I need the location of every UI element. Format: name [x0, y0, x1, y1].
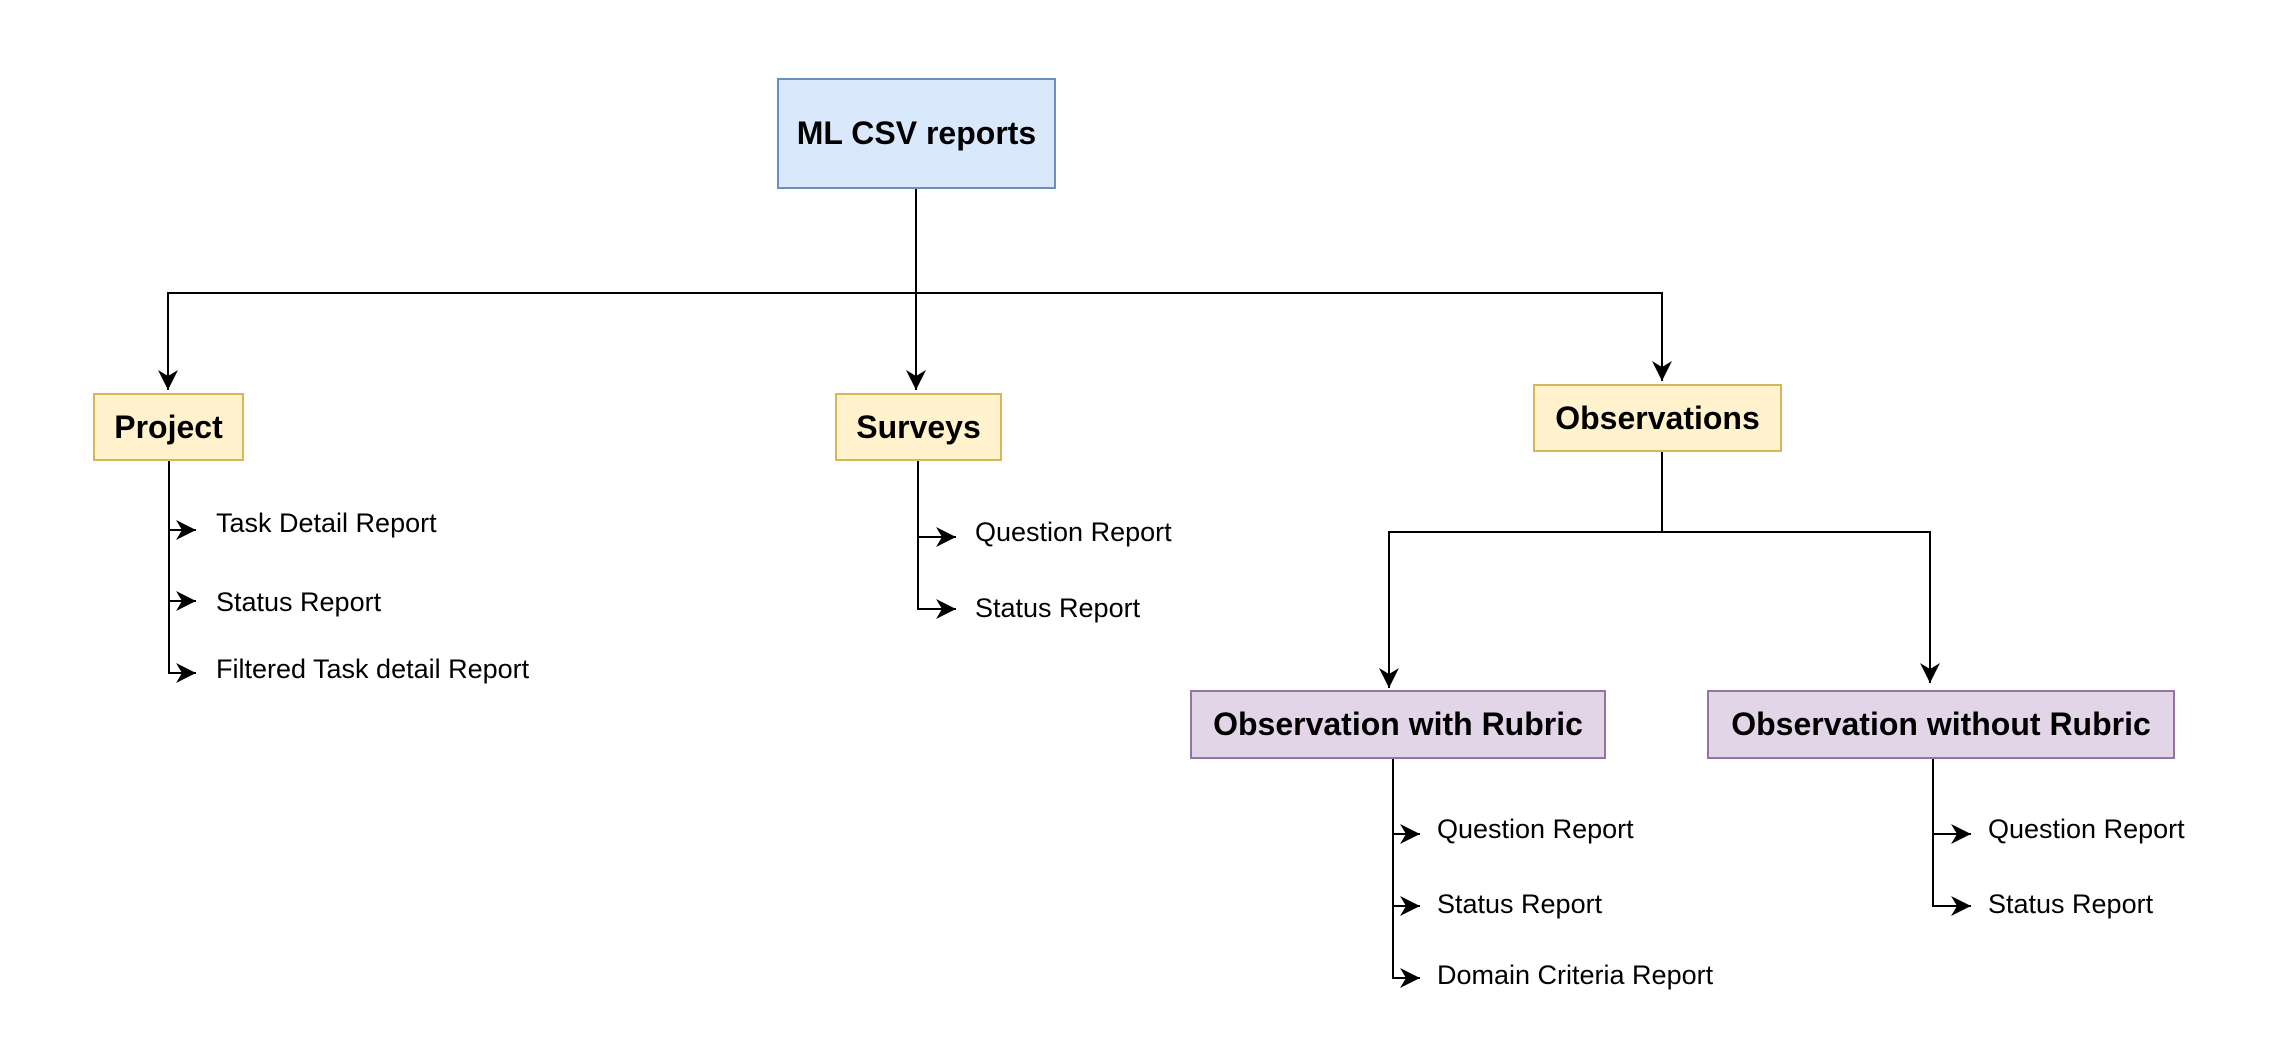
node-observations: Observations — [1533, 384, 1782, 452]
edge-surveys-question — [917, 461, 956, 547]
leaf-rubric-status-report: Status Report — [1437, 889, 1603, 919]
edge-rubric-domain — [1392, 906, 1420, 988]
node-project: Project — [93, 393, 244, 461]
node-root: ML CSV reports — [777, 78, 1056, 189]
edge-norubric-status — [1932, 834, 1971, 916]
edge-observations-norubric — [1662, 531, 1940, 683]
node-surveys: Surveys — [835, 393, 1002, 461]
edge-project-status — [168, 530, 196, 611]
leaf-project-filtered-task-detail-report: Filtered Task detail Report — [216, 654, 530, 684]
edge-rubric-status — [1392, 834, 1420, 916]
edge-root-observations — [916, 292, 1672, 381]
edge-root-project — [158, 189, 917, 390]
edge-norubric-question — [1932, 759, 1971, 844]
node-observation-with-rubric: Observation with Rubric — [1190, 690, 1606, 759]
leaf-norubric-question-report: Question Report — [1988, 814, 2185, 844]
edge-rubric-question — [1392, 759, 1420, 844]
leaf-norubric-status-report: Status Report — [1988, 889, 2154, 919]
edge-project-task-detail — [168, 461, 196, 540]
edge-observations-rubric — [1379, 452, 1663, 688]
leaf-surveys-question-report: Question Report — [975, 517, 1172, 547]
leaf-project-task-detail-report: Task Detail Report — [216, 508, 437, 538]
leaf-surveys-status-report: Status Report — [975, 593, 1141, 623]
edge-surveys-status — [917, 537, 956, 619]
leaf-rubric-question-report: Question Report — [1437, 814, 1634, 844]
edge-project-filtered — [168, 601, 196, 683]
leaf-rubric-domain-criteria-report: Domain Criteria Report — [1437, 960, 1714, 990]
leaf-project-status-report: Status Report — [216, 587, 382, 617]
node-observation-without-rubric: Observation without Rubric — [1707, 690, 2175, 759]
